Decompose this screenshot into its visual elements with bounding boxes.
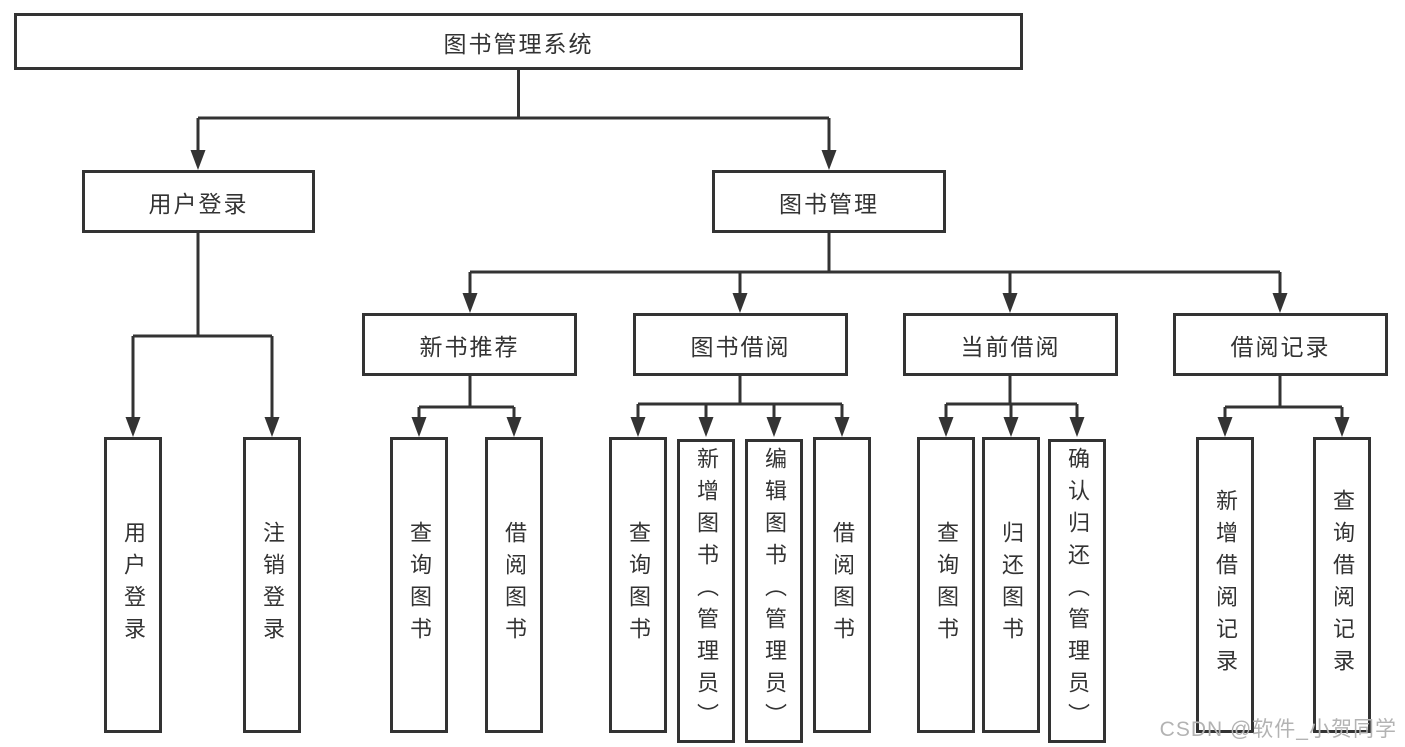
arrow-down-icon xyxy=(1217,417,1233,437)
leaf-query-books-1: 查询图书 xyxy=(390,437,448,733)
node-label: 归还图书 xyxy=(999,521,1024,649)
arrow-down-icon xyxy=(766,417,782,437)
node-label: 新增图书（管理员） xyxy=(694,447,719,735)
csdn-watermark: CSDN @软件_小贺同学 xyxy=(1159,718,1397,741)
arrow-down-icon xyxy=(411,417,427,437)
leaf-return-book: 归还图书 xyxy=(982,437,1040,733)
node-user-login: 用户登录 xyxy=(82,170,315,233)
leaf-query-books-2: 查询图书 xyxy=(609,437,667,733)
node-new-book-recommend: 新书推荐 xyxy=(362,313,577,376)
node-label: 注销登录 xyxy=(260,521,285,649)
leaf-logout: 注销登录 xyxy=(243,437,301,733)
node-book-borrowing: 图书借阅 xyxy=(633,313,848,376)
node-label: 图书管理系统 xyxy=(443,30,594,57)
leaf-borrow-books-1: 借阅图书 xyxy=(485,437,543,733)
leaf-query-borrow-record: 查询借阅记录 xyxy=(1313,437,1371,733)
node-label: 新增借阅记录 xyxy=(1213,489,1238,681)
node-label: 借阅图书 xyxy=(830,521,855,649)
arrow-down-icon xyxy=(698,417,714,437)
leaf-confirm-return-admin: 确认归还（管理员） xyxy=(1048,439,1106,743)
node-label: 借阅记录 xyxy=(1230,333,1331,360)
node-label: 图书管理 xyxy=(779,190,879,217)
leaf-query-books-3: 查询图书 xyxy=(917,437,975,733)
node-book-management: 图书管理 xyxy=(712,170,946,233)
arrow-down-icon xyxy=(462,293,478,313)
arrow-down-icon xyxy=(1334,417,1350,437)
node-label: 新书推荐 xyxy=(419,333,520,360)
leaf-add-borrow-record: 新增借阅记录 xyxy=(1196,437,1254,733)
arrow-down-icon xyxy=(821,150,837,170)
arrow-down-icon xyxy=(506,417,522,437)
arrow-down-icon xyxy=(190,150,206,170)
arrow-down-icon xyxy=(1002,293,1018,313)
node-label: 图书借阅 xyxy=(690,333,791,360)
node-root-library-system: 图书管理系统 xyxy=(14,13,1023,70)
node-label: 确认归还（管理员） xyxy=(1065,447,1090,735)
node-label: 当前借阅 xyxy=(960,333,1061,360)
node-label: 查询借阅记录 xyxy=(1330,489,1355,681)
node-current-borrowing: 当前借阅 xyxy=(903,313,1118,376)
arrow-down-icon xyxy=(630,417,646,437)
node-label: 用户登录 xyxy=(148,190,249,217)
node-label: 查询图书 xyxy=(626,521,651,649)
node-label: 查询图书 xyxy=(407,521,432,649)
leaf-edit-book-admin: 编辑图书（管理员） xyxy=(745,439,803,743)
node-label: 借阅图书 xyxy=(502,521,527,649)
node-label: 用户登录 xyxy=(121,521,146,649)
arrow-down-icon xyxy=(1003,417,1019,437)
leaf-user-login: 用户登录 xyxy=(104,437,162,733)
node-label: 查询图书 xyxy=(934,521,959,649)
arrow-down-icon xyxy=(264,417,280,437)
arrow-down-icon xyxy=(125,417,141,437)
leaf-borrow-books-2: 借阅图书 xyxy=(813,437,871,733)
node-borrowing-records: 借阅记录 xyxy=(1173,313,1388,376)
node-label: 编辑图书（管理员） xyxy=(762,447,787,735)
arrow-down-icon xyxy=(834,417,850,437)
arrow-down-icon xyxy=(1272,293,1288,313)
arrow-down-icon xyxy=(938,417,954,437)
arrow-down-icon xyxy=(732,293,748,313)
leaf-add-book-admin: 新增图书（管理员） xyxy=(677,439,735,743)
arrow-down-icon xyxy=(1069,417,1085,437)
